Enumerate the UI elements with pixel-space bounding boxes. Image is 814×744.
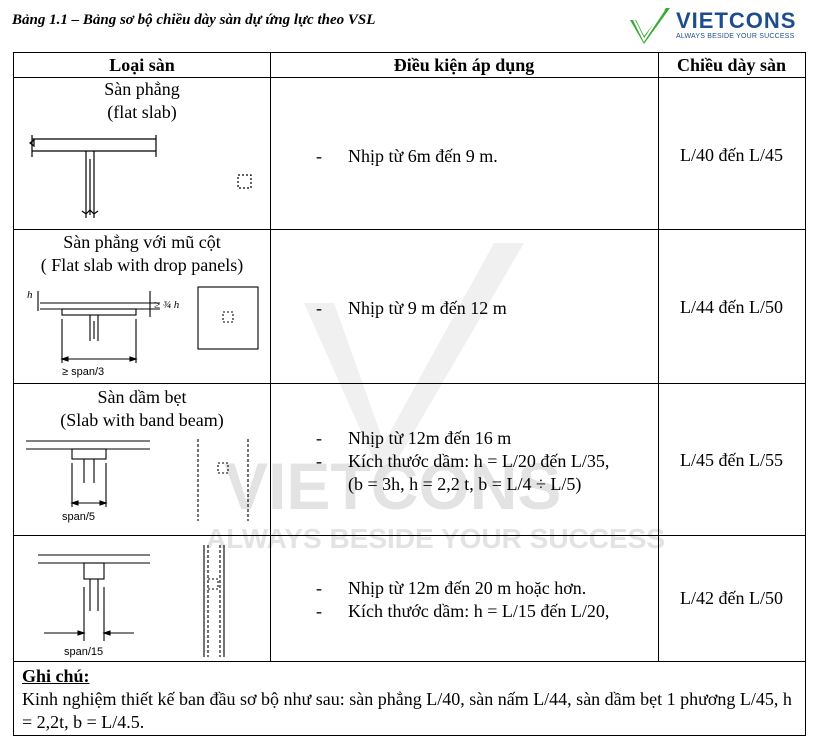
condition-item: -Nhịp từ 6m đến 9 m. [316,146,498,166]
row-divider [14,383,805,384]
span-label-row-4: span/15 [64,646,104,658]
logo-tagline: ALWAYS BESIDE YOUR SUCCESS [676,33,795,40]
flat-slab-diagram [29,135,252,218]
row-divider [14,77,805,78]
condition-item: -Nhịp từ 9 m đến 12 m [316,298,507,318]
row-divider [14,661,805,662]
column-divider [270,53,271,661]
row-4-thickness: L/42 đến L/50 [680,588,783,608]
condition-item: -Nhịp từ 12m đến 16 m [316,428,512,448]
note-section: Ghi chú: Kinh nghiệm thiết kế ban đầu sơ… [22,665,802,734]
row-1-thickness: L/40 đến L/45 [680,145,783,165]
header-thickness: Chiều dày sàn [676,55,787,75]
table-caption: Bảng 1.1 – Bảng sơ bộ chiều dày sàn dự ứ… [12,12,376,28]
row-3-subtitle: (Slab with band beam) [60,410,224,430]
condition-item: -Kích thước dầm: h = L/15 đến L/20, [316,601,610,621]
span-label-row-3: span/5 [62,511,96,523]
row-2-conditions: -Nhịp từ 9 m đến 12 m [270,297,658,320]
row-2-thickness: L/44 đến L/50 [680,297,783,317]
row-3-conditions: -Nhịp từ 12m đến 16 m -Kích thước dầm: h… [270,427,658,496]
vietcons-logo: VIETCONS ALWAYS BESIDE YOUR SUCCESS [628,6,804,48]
row-divider [14,229,805,230]
row-4-conditions: -Nhịp từ 12m đến 20 m hoặc hơn. -Kích th… [270,577,658,623]
row-1-subtitle: (flat slab) [107,102,177,122]
row-2-subtitle: ( Flat slab with drop panels) [40,255,244,275]
header-condition: Điều kiện áp dụng [393,55,535,75]
condition-item: -Kích thước dầm: h = L/20 đến L/35, [316,451,610,471]
row-1-conditions: -Nhịp từ 6m đến 9 m. [270,145,658,168]
header-type: Loại sàn [109,55,175,75]
row-2-title: Sàn phẳng với mũ cột [63,232,221,252]
slab-thickness-table: VIETCONS ALWAYS BESIDE YOUR SUCCESS Loại… [13,52,806,736]
row-3-title: Sàn dầm bẹt [97,387,187,407]
checkmark-logo-icon [630,8,670,44]
drop-panel-diagram [37,286,259,363]
condition-item: -Nhịp từ 12m đến 20 m hoặc hơn. [316,578,587,598]
band-beam-diagram [26,439,249,521]
note-text: Kinh nghiệm thiết kế ban đầu sơ bộ như s… [22,689,792,732]
note-title: Ghi chú: [22,666,90,686]
ratio-label: ≥ ¾ h [154,299,180,311]
span-label-row-2: ≥ span/3 [62,366,105,378]
column-divider [658,53,659,661]
logo-name: VIETCONS [676,8,797,33]
h-label: h [27,289,33,301]
row-1-title: Sàn phẳng [104,79,180,99]
row-divider [14,535,805,536]
row-3-thickness: L/45 đến L/55 [680,450,783,470]
condition-item: (b = 3h, h = 2,2 t, b = L/4 ÷ L/5) [348,474,582,494]
watermark-tagline: ALWAYS BESIDE YOUR SUCCESS [206,523,666,554]
deep-beam-diagram [38,545,225,657]
